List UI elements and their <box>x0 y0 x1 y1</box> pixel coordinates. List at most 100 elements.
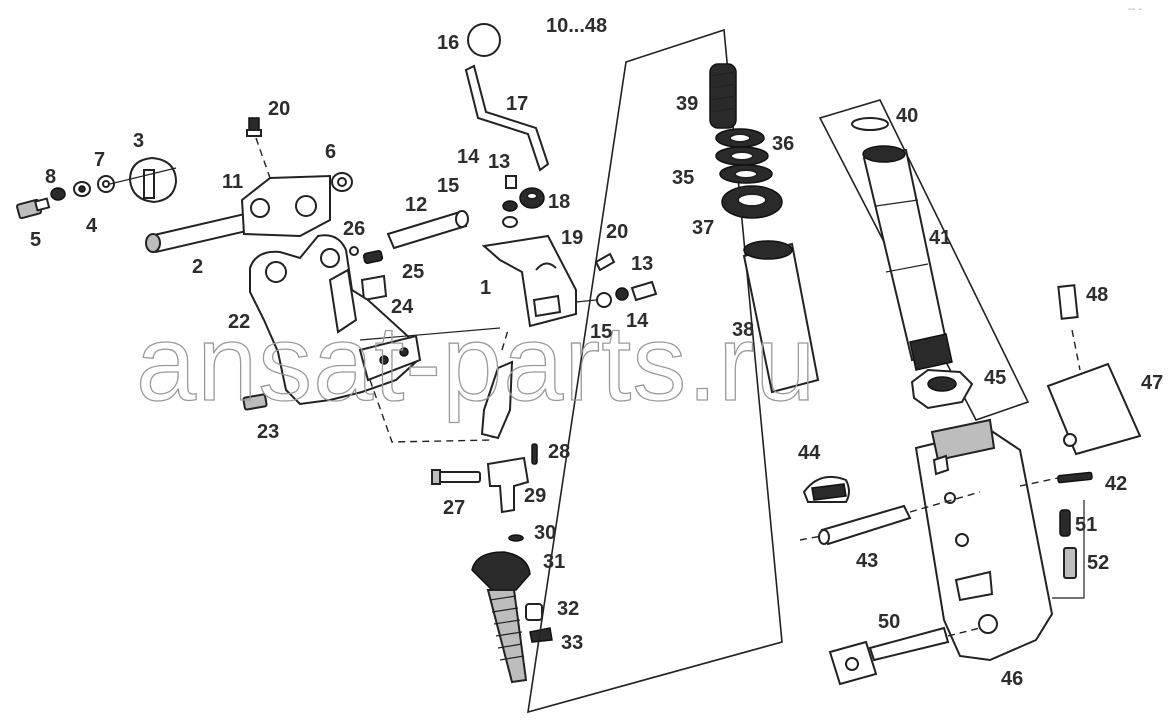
axis-line <box>109 167 177 185</box>
axis-line-22 <box>359 327 501 341</box>
guard-47 <box>1046 362 1142 456</box>
label-42: 42 <box>1105 473 1127 495</box>
label-5: 5 <box>30 229 41 251</box>
bolt-5 <box>16 197 51 220</box>
label-17: 17 <box>506 93 528 115</box>
bolt-50 <box>828 626 950 686</box>
label-7: 7 <box>94 149 105 171</box>
fork-29 <box>486 456 530 514</box>
label-20-top: 20 <box>268 98 290 120</box>
pin-43 <box>818 504 912 546</box>
diagram-title: 10...48 <box>546 15 607 37</box>
label-51: 51 <box>1075 514 1097 536</box>
cap-24 <box>360 274 388 302</box>
spring-39 <box>709 63 737 129</box>
label-32: 32 <box>557 598 579 620</box>
label-35: 35 <box>672 167 694 189</box>
label-41: 41 <box>929 227 951 249</box>
label-44: 44 <box>798 442 821 464</box>
label-48: 48 <box>1086 284 1108 306</box>
label-20-right: 20 <box>606 221 628 243</box>
bolt-13-upper <box>505 175 517 189</box>
label-47: 47 <box>1141 372 1163 394</box>
washer-4 <box>73 181 91 197</box>
nut-45 <box>910 368 974 410</box>
ring-26 <box>349 246 359 256</box>
washer-15-upper <box>502 216 518 228</box>
frame-left <box>527 28 783 714</box>
bracket-19 <box>481 234 577 328</box>
shaft-41 <box>862 145 953 371</box>
label-46: 46 <box>1001 668 1023 690</box>
label-30: 30 <box>534 522 556 544</box>
washer-7 <box>97 175 115 193</box>
grease-nipple-20 <box>246 117 262 137</box>
label-50: 50 <box>878 611 900 633</box>
label-45: 45 <box>984 367 1006 389</box>
label-2: 2 <box>192 256 203 278</box>
label-38: 38 <box>732 319 754 341</box>
label-43: 43 <box>856 550 878 572</box>
leader-43 <box>799 535 823 541</box>
label-1: 1 <box>480 277 491 299</box>
label-28: 28 <box>548 441 570 463</box>
cup-37 <box>721 185 783 219</box>
label-15-upper: 15 <box>437 175 459 197</box>
axis-line-19 <box>575 299 597 303</box>
label-29: 29 <box>524 485 546 507</box>
bolt-23 <box>242 393 268 411</box>
pin-42 <box>1057 471 1093 484</box>
cam-plate-3 <box>128 156 178 204</box>
label-27: 27 <box>443 497 465 519</box>
bracket-22 <box>249 234 422 406</box>
label-3: 3 <box>133 130 144 152</box>
label-12: 12 <box>405 194 427 216</box>
bracket-line-51-52 <box>1052 500 1085 599</box>
leader-20-11 <box>255 137 271 179</box>
spring-51 <box>1059 509 1071 537</box>
leader-50 <box>947 627 981 637</box>
label-19: 19 <box>561 227 583 249</box>
clip-44 <box>802 476 850 503</box>
washer-14-upper <box>502 200 518 212</box>
corner-mark: -- - <box>1128 4 1142 15</box>
nut-18 <box>519 187 545 209</box>
screw-31 <box>471 551 531 684</box>
washer-15-lower <box>596 292 612 308</box>
nut-32 <box>525 603 543 621</box>
ring-40 <box>851 117 889 131</box>
label-37: 37 <box>692 217 714 239</box>
lever-17 <box>464 64 550 172</box>
housing-46 <box>914 418 1054 662</box>
bolt-27 <box>431 469 481 485</box>
label-36: 36 <box>772 133 794 155</box>
clip-33 <box>529 627 553 643</box>
label-33: 33 <box>561 632 583 654</box>
washer-8 <box>50 187 66 201</box>
label-31: 31 <box>543 551 565 573</box>
washer-6 <box>331 172 353 192</box>
label-11: 11 <box>222 171 243 193</box>
bolt-13-lower <box>630 280 658 302</box>
knob-16 <box>467 23 501 57</box>
leader-43b <box>909 491 981 513</box>
label-24: 24 <box>391 296 414 318</box>
washers-35-36 <box>715 128 773 184</box>
link-arm <box>480 329 514 440</box>
label-23: 23 <box>257 421 279 443</box>
spring-pin-25 <box>362 250 384 264</box>
pin-48 <box>1057 284 1079 320</box>
label-13-upper: 13 <box>488 151 510 173</box>
label-16: 16 <box>437 32 459 54</box>
leader-42 <box>1019 477 1059 487</box>
ring-30 <box>508 534 524 542</box>
label-14-lower: 14 <box>626 310 649 332</box>
label-4: 4 <box>86 215 98 237</box>
label-39: 39 <box>676 93 698 115</box>
label-8: 8 <box>45 166 56 188</box>
label-15-lower: 15 <box>590 321 612 343</box>
label-18: 18 <box>548 191 570 213</box>
pin-28 <box>531 443 538 465</box>
washer-14-lower <box>615 287 629 301</box>
